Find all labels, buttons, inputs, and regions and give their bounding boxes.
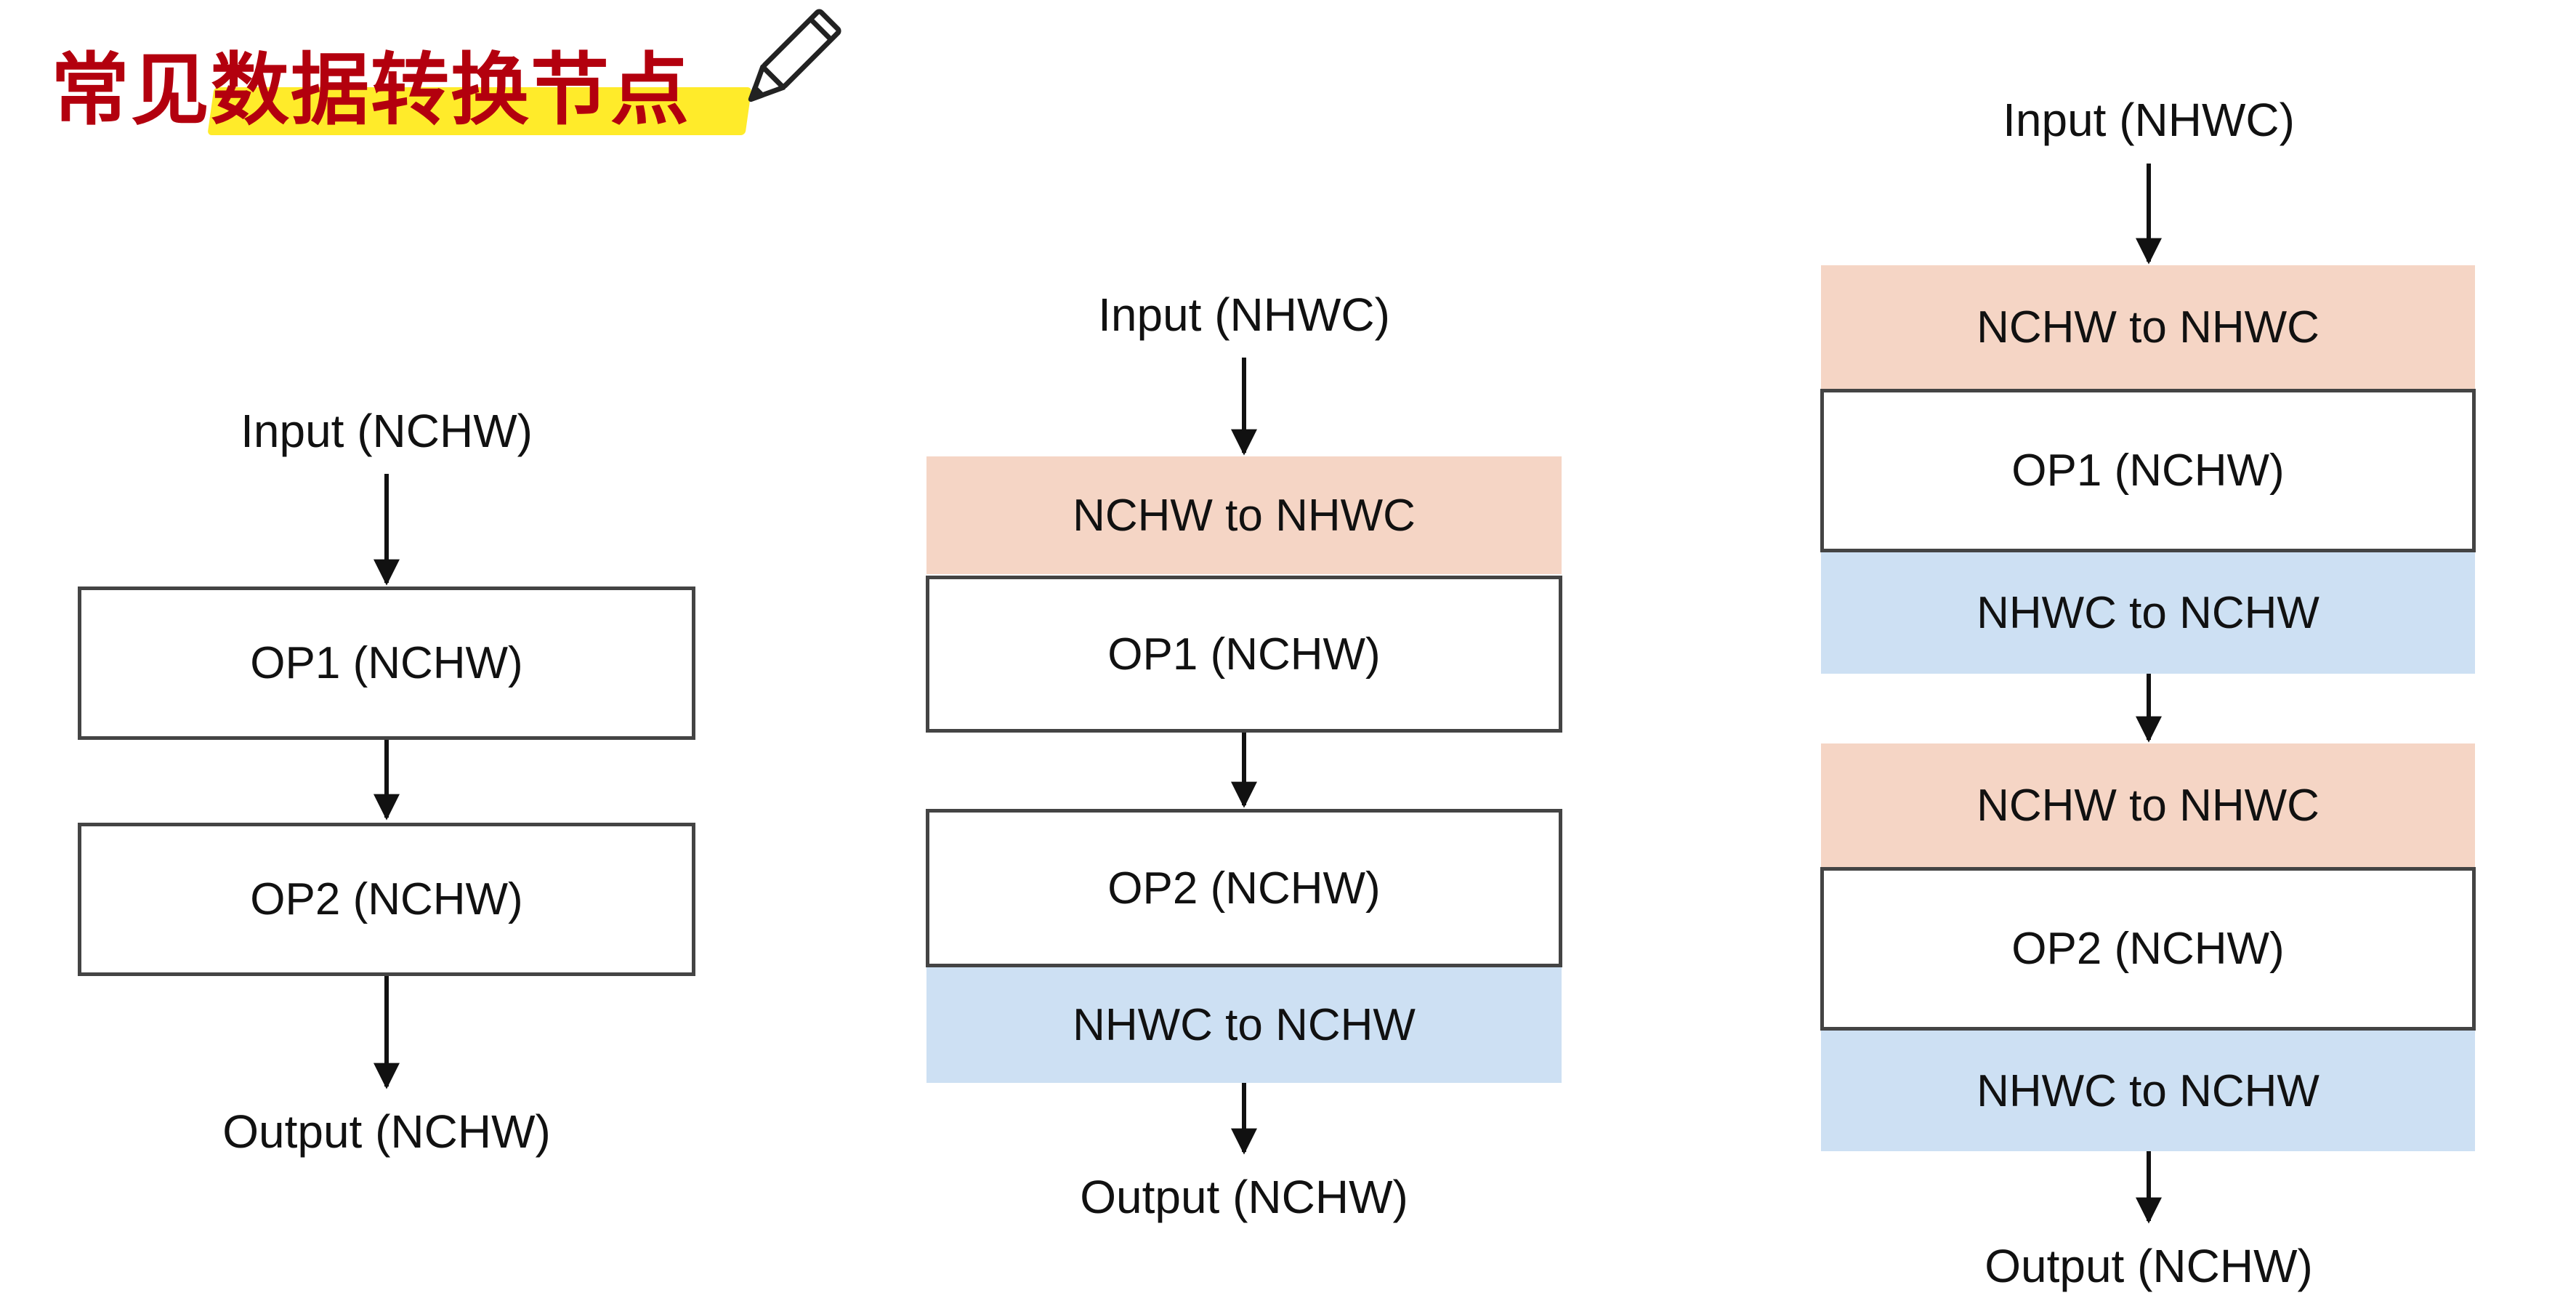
middle-op1-box: OP1 (NCHW) <box>926 576 1562 733</box>
right-op2-box: OP2 (NCHW) <box>1820 867 2476 1031</box>
left-output-label: Output (NCHW) <box>222 1105 551 1158</box>
middle-nchw-to-nhwc-box: NCHW to NHWC <box>926 456 1562 574</box>
left-op1-box: OP1 (NCHW) <box>78 587 695 740</box>
left-input-label: Input (NCHW) <box>241 405 533 457</box>
middle-input-label: Input (NHWC) <box>1098 289 1390 341</box>
right-nchw-to-nhwc-box-2: NCHW to NHWC <box>1821 743 2475 867</box>
right-nhwc-to-nchw-box-1: NHWC to NCHW <box>1821 552 2475 674</box>
pencil-icon <box>748 9 841 102</box>
middle-output-label: Output (NCHW) <box>1080 1171 1408 1223</box>
right-nhwc-to-nchw-box-2: NHWC to NCHW <box>1821 1031 2475 1151</box>
middle-op2-box: OP2 (NCHW) <box>926 809 1562 967</box>
slide-title: 常见数据转换节点 <box>51 45 691 136</box>
left-op2-box: OP2 (NCHW) <box>78 823 695 976</box>
middle-nhwc-to-nchw-box: NHWC to NCHW <box>926 967 1562 1083</box>
right-output-label: Output (NCHW) <box>1985 1240 2313 1292</box>
right-nchw-to-nhwc-box-1: NCHW to NHWC <box>1821 265 2475 389</box>
right-input-label: Input (NHWC) <box>2003 94 2295 146</box>
right-op1-box: OP1 (NCHW) <box>1820 389 2476 552</box>
